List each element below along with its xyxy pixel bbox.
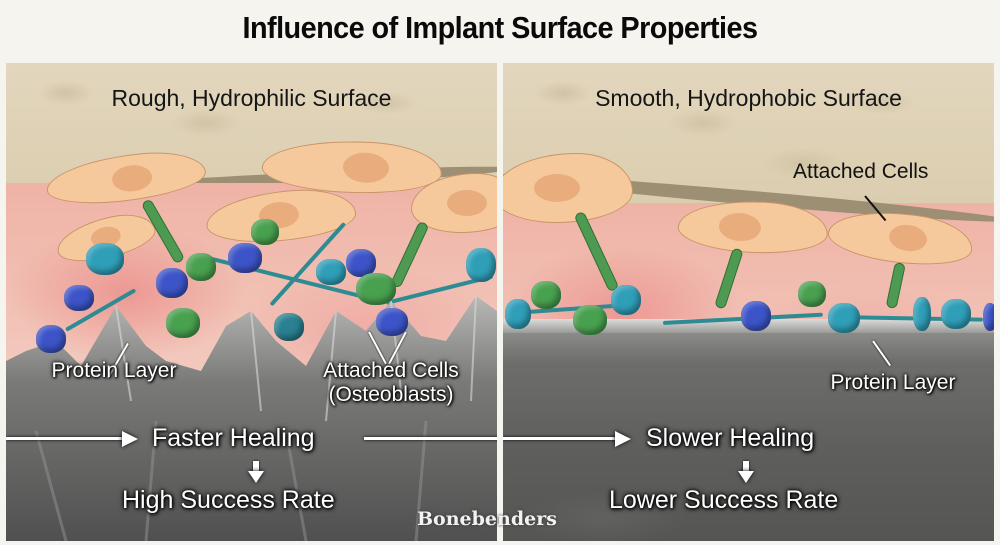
cell-nucleus: [718, 211, 762, 243]
label-protein-layer: Protein Layer: [51, 359, 177, 382]
panel-subtitle: Rough, Hydrophilic Surface: [111, 85, 392, 111]
protein-molecule: [913, 297, 931, 331]
protein-molecule: [64, 285, 94, 311]
protein-molecule: [376, 308, 408, 336]
osteoblast-cell: [503, 153, 633, 223]
arrow-down-icon: [248, 461, 264, 483]
flow-arrow-line: [503, 437, 617, 440]
protein-molecule: [86, 243, 124, 275]
panel-subtitle: Smooth, Hydrophobic Surface: [595, 85, 902, 111]
protein-molecule: [228, 243, 262, 273]
protein-molecule: [251, 219, 279, 245]
protein-molecule: [828, 303, 860, 333]
label-protein-layer: Protein Layer: [830, 371, 956, 394]
diagram-title: Influence of Implant Surface Properties: [242, 10, 758, 45]
label-attached-cells-line1: Attached Cells: [323, 359, 459, 382]
outcome-success-rate: High Success Rate: [122, 486, 335, 514]
protein-molecule: [611, 285, 641, 315]
cell-nucleus: [447, 190, 487, 216]
protein-molecule: [356, 273, 396, 305]
watermark: Bonebenders: [417, 508, 557, 530]
outcome-success-rate: Lower Success Rate: [609, 486, 839, 514]
protein-molecule: [316, 259, 346, 285]
outcome-healing: Slower Healing: [646, 424, 815, 452]
rough-implant-surface: [6, 295, 497, 541]
protein-molecule: [983, 303, 994, 331]
protein-molecule: [274, 313, 304, 341]
protein-molecule: [531, 281, 561, 309]
protein-molecule: [36, 325, 66, 353]
outcome-healing: Faster Healing: [152, 424, 315, 452]
arrow-right-icon: [122, 431, 138, 447]
protein-molecule: [346, 249, 376, 277]
arrow-right-icon: [615, 431, 631, 447]
protein-molecule: [186, 253, 216, 281]
protein-molecule: [941, 299, 971, 329]
cell-nucleus: [534, 174, 580, 202]
flow-arrow-line: [364, 437, 497, 440]
panel-rough-hydrophilic: Rough, Hydrophilic Surface: [6, 63, 497, 541]
arrow-down-icon: [738, 461, 754, 483]
protein-molecule: [466, 248, 496, 282]
panel-smooth-hydrophobic: Smooth, Hydrophobic Surface Attached Cel…: [503, 63, 994, 541]
protein-molecule: [798, 281, 826, 307]
label-attached-cells: Attached Cells: [793, 160, 929, 183]
cell-nucleus: [887, 222, 929, 254]
protein-molecule: [505, 299, 531, 329]
cell-nucleus: [342, 151, 390, 184]
flow-arrow-line: [6, 437, 124, 440]
protein-molecule: [156, 268, 188, 298]
label-attached-cells-line2: (Osteoblasts): [328, 383, 454, 406]
smooth-implant-surface: [503, 319, 994, 541]
protein-molecule: [741, 301, 771, 331]
cell-nucleus: [110, 163, 154, 194]
protein-molecule: [573, 305, 607, 335]
label-attached-cells: Attached Cells (Osteoblasts): [296, 359, 486, 407]
protein-molecule: [166, 308, 200, 338]
